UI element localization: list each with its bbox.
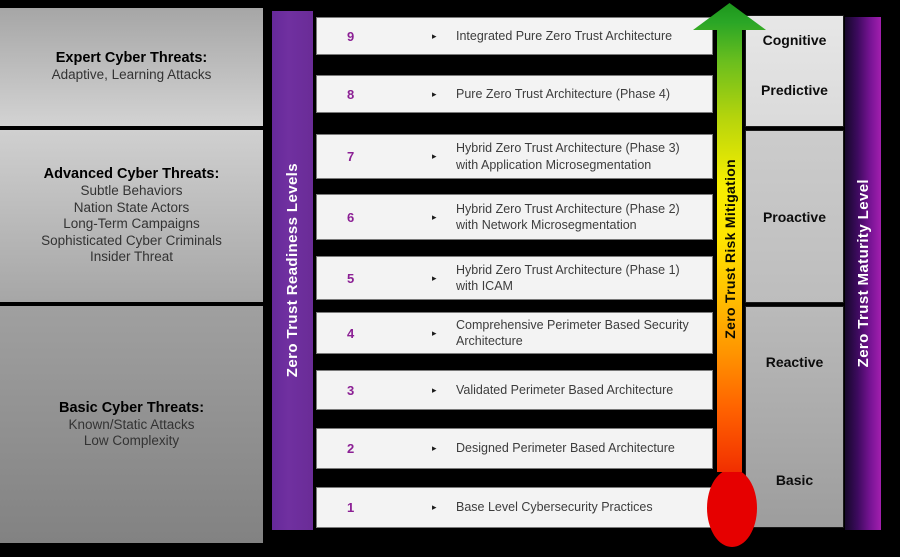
maturity-level-label: Zero Trust Maturity Level [854, 179, 872, 368]
level-row-4: 4 ▸ Comprehensive Perimeter Based Securi… [316, 312, 713, 354]
advanced-threats-box: Advanced Cyber Threats: Subtle Behaviors… [0, 130, 263, 302]
level-number: 9 [347, 28, 355, 44]
level-number: 4 [347, 325, 355, 341]
bullet-icon: ▸ [432, 443, 437, 453]
advanced-threats-title: Advanced Cyber Threats: [43, 166, 220, 183]
expert-threats-line: Adaptive, Learning Attacks [51, 67, 212, 83]
bullet-icon: ▸ [432, 30, 437, 41]
level-row-5: 5 ▸ Hybrid Zero Trust Architecture (Phas… [316, 256, 713, 300]
level-text-line: Comprehensive Perimeter Based Security [456, 317, 689, 332]
level-row-6: 6 ▸ Hybrid Zero Trust Architecture (Phas… [316, 194, 713, 240]
level-text: Hybrid Zero Trust Architecture (Phase 2)… [456, 201, 680, 234]
level-text-line: Hybrid Zero Trust Architecture (Phase 3) [456, 141, 680, 155]
level-text: Integrated Pure Zero Trust Architecture [456, 28, 672, 45]
level-text-line: Pure Zero Trust Architecture (Phase 4) [456, 86, 670, 101]
stage-section-top: Cognitive Predictive [745, 15, 844, 127]
level-text-line: with Network Microsegmentation [456, 218, 637, 232]
readiness-levels-label: Zero Trust Readiness Levels [284, 163, 301, 378]
advanced-threats-line: Subtle Behaviors [80, 183, 183, 199]
level-number: 8 [347, 86, 355, 102]
level-number: 2 [347, 441, 355, 456]
level-number: 6 [347, 209, 355, 225]
expert-threats-title: Expert Cyber Threats: [55, 50, 208, 67]
stage-label-proactive: Proactive [762, 208, 827, 225]
risk-mitigation-label-wrap: Zero Trust Risk Mitigation [713, 28, 746, 470]
level-text: Hybrid Zero Trust Architecture (Phase 3)… [456, 140, 680, 173]
level-text-line: Designed Perimeter Based Architecture [456, 441, 675, 456]
bullet-icon: ▸ [432, 151, 437, 161]
level-row-9: 9 ▸ Integrated Pure Zero Trust Architect… [316, 17, 713, 55]
level-text-line: Architecture [456, 334, 523, 348]
level-text: Designed Perimeter Based Architecture [456, 440, 675, 457]
basic-threats-line: Low Complexity [83, 433, 180, 448]
level-text: Validated Perimeter Based Architecture [456, 382, 673, 399]
bullet-icon: ▸ [432, 327, 437, 338]
level-row-1: 1 ▸ Base Level Cybersecurity Practices [316, 487, 713, 528]
level-row-8: 8 ▸ Pure Zero Trust Architecture (Phase … [316, 75, 713, 113]
maturity-level-bar: Zero Trust Maturity Level [845, 17, 881, 530]
level-text-line: Hybrid Zero Trust Architecture (Phase 1) [456, 262, 680, 277]
risk-mitigation-label: Zero Trust Risk Mitigation [721, 159, 738, 339]
level-number: 3 [347, 382, 355, 398]
stage-section-bottom: Reactive Basic [745, 306, 844, 528]
stage-label-predictive: Predictive [761, 82, 828, 98]
bullet-icon: ▸ [432, 211, 437, 222]
level-number: 1 [347, 500, 355, 515]
bullet-icon: ▸ [432, 384, 437, 395]
level-text-line: with Application Microsegmentation [456, 157, 652, 172]
level-row-2: 2 ▸ Designed Perimeter Based Architectur… [316, 428, 713, 469]
level-text: Hybrid Zero Trust Architecture (Phase 1)… [456, 262, 680, 295]
basic-threats-line: Known/Static Attacks [68, 416, 195, 432]
stage-label-cognitive: Cognitive [762, 32, 827, 48]
level-text: Pure Zero Trust Architecture (Phase 4) [456, 86, 670, 103]
level-text-line: Validated Perimeter Based Architecture [456, 382, 674, 397]
level-text-line: Base Level Cybersecurity Practices [456, 500, 653, 515]
level-text-line: Integrated Pure Zero Trust Architecture [456, 28, 673, 43]
stage-label-reactive: Reactive [765, 354, 824, 370]
bullet-icon: ▸ [432, 502, 437, 512]
level-text-line: with ICAM [456, 279, 513, 293]
level-row-3: 3 ▸ Validated Perimeter Based Architectu… [316, 370, 713, 410]
level-number: 7 [347, 149, 355, 164]
advanced-threats-line: Sophisticated Cyber Criminals [41, 232, 222, 248]
advanced-threats-line: Nation State Actors [73, 199, 190, 215]
stage-label-basic: Basic [775, 472, 814, 488]
stage-section-middle: Proactive [745, 130, 844, 303]
advanced-threats-line: Long-Term Campaigns [63, 216, 200, 232]
level-text-line: Hybrid Zero Trust Architecture (Phase 2) [456, 201, 680, 216]
basic-threats-title: Basic Cyber Threats: [58, 399, 205, 416]
bullet-icon: ▸ [432, 272, 437, 283]
basic-threats-box: Basic Cyber Threats: Known/Static Attack… [0, 306, 263, 543]
level-text: Base Level Cybersecurity Practices [456, 499, 653, 516]
advanced-threats-line: Insider Threat [89, 249, 174, 265]
readiness-levels-bar: Zero Trust Readiness Levels [272, 11, 313, 530]
bullet-icon: ▸ [432, 88, 437, 99]
level-number: 5 [347, 270, 355, 286]
level-row-7: 7 ▸ Hybrid Zero Trust Architecture (Phas… [316, 134, 713, 179]
expert-threats-box: Expert Cyber Threats: Adaptive, Learning… [0, 8, 263, 126]
